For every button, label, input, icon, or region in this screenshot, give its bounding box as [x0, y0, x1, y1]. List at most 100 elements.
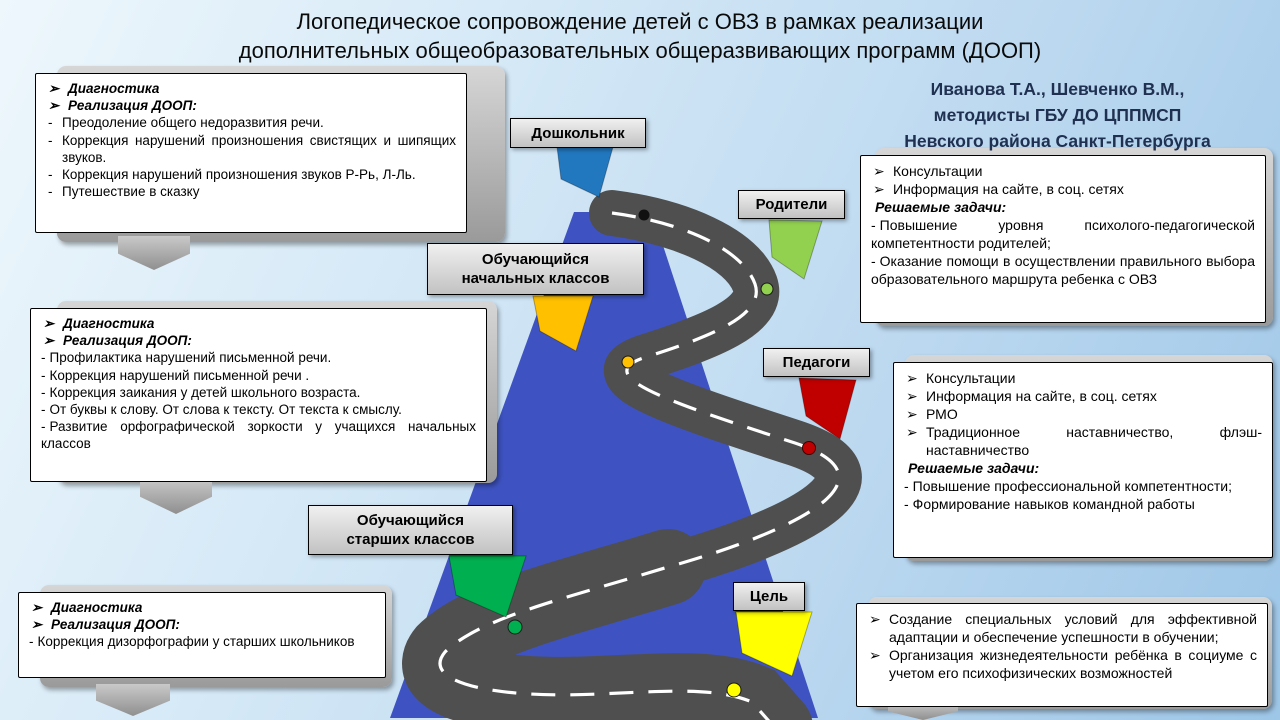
flag-preschool	[556, 146, 614, 198]
list-item: -Коррекция дизорфографии у старших школь…	[29, 633, 375, 650]
list-item-text: Решаемые задачи:	[908, 460, 1040, 476]
list-item-text: Консультации	[926, 370, 1016, 386]
list-item: -Профилактика нарушений письменной речи.	[41, 349, 476, 366]
list-item: -Повышение профессиональной компетентнос…	[904, 477, 1262, 495]
list-item: Решаемые задачи:	[904, 459, 1262, 477]
title-line-1: Логопедическое сопровождение детей с ОВЗ…	[296, 9, 984, 34]
list-item-text: Решаемые задачи:	[875, 199, 1007, 215]
list-item: -Коррекция заикания у детей школьного во…	[41, 384, 476, 401]
dash-marker: -	[41, 350, 46, 366]
road-dot-senior	[507, 619, 523, 635]
list-item: -Повышение уровня психолого-педагогическ…	[871, 216, 1255, 252]
list-item-text: Преодоление общего недоразвития речи.	[62, 115, 324, 131]
road-dot-goal	[726, 682, 742, 698]
list-item-text: От буквы к слову. От слова к тексту. От …	[49, 402, 402, 418]
list-item-text: Повышение уровня психолого-педагогическо…	[871, 217, 1255, 251]
dash-marker: -	[41, 402, 46, 418]
list-item: ➢ Консультации	[904, 369, 1262, 387]
list-item-text: Оказание помощи в осуществлении правильн…	[871, 253, 1255, 287]
road-dot-preschool	[638, 209, 650, 221]
list-item-text: Реализация ДООП:	[63, 333, 192, 349]
list-item-text: Традиционное наставничество, флэш-настав…	[926, 424, 1262, 458]
list-item: ➢ Информация на сайте, в соц. сетях	[871, 180, 1255, 198]
road-dot-primary	[621, 355, 635, 369]
authors-line-1: Иванова Т.А., Шевченко В.М.,	[930, 79, 1185, 99]
list-item: ➢ РМО	[904, 405, 1262, 423]
dash-marker: -	[904, 496, 909, 512]
dash-marker: -	[871, 217, 876, 233]
bullet-marker: ➢	[31, 600, 43, 615]
list-item-text: Профилактика нарушений письменной речи.	[49, 350, 332, 366]
dash-marker: -	[48, 184, 53, 200]
list-item: ➢ Создание специальных условий для эффект…	[867, 610, 1257, 646]
list-item: ➢ Реализация ДООП:	[46, 97, 456, 114]
dash-marker: -	[871, 253, 876, 269]
list-item-text: РМО	[926, 406, 958, 422]
bullet-marker: ➢	[906, 370, 918, 386]
list-item-text: Информация на сайте, в соц. сетях	[893, 181, 1124, 197]
dash-marker: -	[48, 115, 53, 131]
list-item-text: Развитие орфографической зоркости у учащ…	[41, 419, 476, 452]
list-item: -Формирование навыков командной работы	[904, 495, 1262, 513]
list-item-text: Реализация ДООП:	[51, 617, 180, 633]
list-item: Решаемые задачи:	[871, 198, 1255, 216]
list-item-text: Коррекция нарушений письменной речи .	[49, 367, 310, 383]
callout-goal: ➢ Создание специальных условий для эффект…	[856, 603, 1268, 707]
bullet-marker: ➢	[869, 611, 881, 627]
list-item: ➢ Реализация ДООП:	[29, 616, 375, 633]
dash-marker: -	[48, 132, 53, 148]
list-item: -Коррекция нарушений произношения свистя…	[46, 132, 456, 166]
bullet-marker: ➢	[31, 617, 43, 633]
callout-parents: ➢Консультации ➢ Информация на сайте, в со…	[860, 155, 1266, 323]
dash-marker: -	[41, 367, 46, 383]
road-centerline	[438, 211, 841, 720]
list-item-text: Коррекция нарушений произношения звуков …	[62, 167, 416, 183]
bullet-marker: ➢	[906, 388, 918, 404]
flag-senior	[448, 555, 527, 618]
list-item-text: Создание специальных условий для эффекти…	[889, 611, 1257, 645]
list-item: -Коррекция нарушений произношения звуков…	[46, 166, 456, 183]
list-item: -Преодоление общего недоразвития речи.	[46, 114, 456, 131]
list-item: ➢Диагностика	[29, 599, 375, 616]
bullet-marker: ➢	[873, 181, 885, 197]
list-item: ➢Организация жизнедеятельности ребёнка в…	[867, 646, 1257, 682]
stage-label-goal: Цель	[733, 582, 805, 611]
list-item: -Развитие орфографической зоркости у уча…	[41, 418, 476, 452]
dash-marker: -	[29, 634, 34, 650]
list-item-text: Коррекция нарушений произношения свистящ…	[62, 132, 456, 165]
list-item: ➢Диагностика	[46, 80, 456, 97]
dash-marker: -	[41, 384, 46, 400]
bullet-marker: ➢	[43, 316, 55, 331]
flag-goal	[735, 611, 813, 677]
list-item-text: Формирование навыков командной работы	[912, 496, 1195, 512]
authors-line-3: Невского района Санкт-Петербурга	[904, 131, 1211, 151]
dash-marker: -	[48, 167, 53, 183]
stage-label-primary: Обучающийся начальных классов	[427, 243, 644, 295]
list-item: -Коррекция нарушений письменной речи .	[41, 367, 476, 384]
authors-block: Иванова Т.А., Шевченко В.М., методисты Г…	[845, 76, 1270, 154]
bullet-marker: ➢	[48, 81, 60, 96]
list-item: -Путешествие в сказку	[46, 183, 456, 200]
list-item: -Оказание помощи в осуществлении правиль…	[871, 252, 1255, 288]
dash-marker: -	[904, 478, 909, 494]
list-item-text: Коррекция заикания у детей школьного воз…	[49, 384, 361, 400]
list-item: ➢Консультации	[871, 162, 1255, 180]
list-item-text: Коррекция дизорфографии у старших школьн…	[37, 634, 355, 650]
bullet-marker: ➢	[906, 424, 918, 440]
road-dot-teachers	[802, 441, 816, 455]
stage-label-teachers: Педагоги	[763, 348, 870, 377]
list-item: ➢Информация на сайте, в соц. сетях	[904, 387, 1262, 405]
bullet-marker: ➢	[48, 98, 60, 114]
list-item-text: Повышение профессиональной компетентност…	[912, 478, 1232, 494]
page-title: Логопедическое сопровождение детей с ОВЗ…	[0, 7, 1280, 65]
list-item: ➢ Традиционное наставничество, флэш-наста…	[904, 423, 1262, 459]
bullet-marker: ➢	[906, 406, 918, 422]
list-item-text: Консультации	[893, 163, 983, 179]
flag-parents	[768, 219, 823, 280]
list-item-text: Реализация ДООП:	[68, 98, 197, 114]
callout-teachers: ➢ Консультации ➢Информация на сайте, в со…	[893, 362, 1273, 558]
list-item: ➢Диагностика	[41, 315, 476, 332]
callout-preschool: ➢Диагностика ➢Реализация ДООП: -Преодоле…	[35, 73, 467, 233]
